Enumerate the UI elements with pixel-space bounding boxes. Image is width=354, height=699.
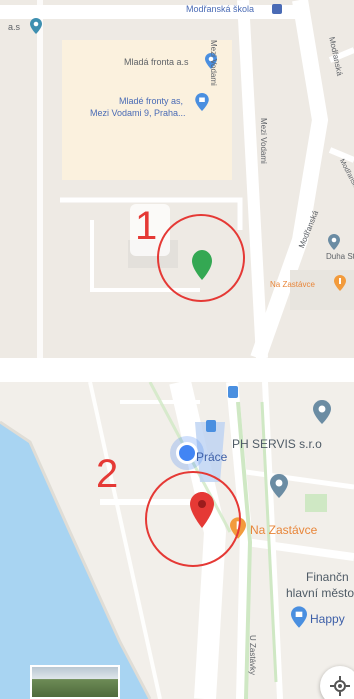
annotation-circle-2	[145, 471, 241, 567]
na-zastavce-label-2: Na Zastávce	[250, 523, 318, 537]
locate-me-button[interactable]	[320, 666, 354, 699]
school-transit-icon	[272, 4, 282, 14]
happy-shopping-pin-icon[interactable]	[291, 606, 307, 628]
annotation-circle-1	[157, 214, 245, 302]
school-label: Modřanská škola	[186, 4, 255, 14]
selected-location-pin-icon-red[interactable]	[190, 492, 214, 528]
map-panel-1[interactable]: Modřanská škola a.s Mladá fronta a.s Mla…	[0, 0, 354, 358]
mezi-vodami-label-bottom: Mezi Vodami	[259, 118, 268, 164]
fronty-shopping-pin-icon[interactable]	[195, 93, 209, 111]
ph-servis-pin-icon[interactable]	[313, 400, 331, 424]
happy-label: Happy	[310, 612, 345, 626]
mlada-fronta-pin-icon[interactable]	[205, 53, 217, 69]
corner-label: a.s	[8, 22, 21, 32]
ph-servis-label: PH SERVIS s.r.o	[232, 437, 322, 451]
na-zastavce-restaurant-pin-icon-1[interactable]	[334, 275, 346, 291]
panel-separator	[0, 358, 354, 382]
transit-stop-icon[interactable]	[206, 420, 216, 432]
selected-location-pin-icon-green[interactable]	[192, 250, 212, 280]
duha-label: Duha Stř	[326, 252, 354, 261]
duha-pin-icon[interactable]	[328, 234, 340, 250]
mlada-fronta-label: Mladá fronta a.s	[124, 57, 189, 67]
prace-label: Práce	[196, 450, 228, 464]
map-1-base	[0, 0, 354, 358]
map-panel-2[interactable]: PH SERVIS s.r.o Práce Na Zastávce Finanč…	[0, 382, 354, 699]
na-zastavce-label-1: Na Zastávce	[270, 280, 315, 289]
current-location-dot	[176, 442, 198, 464]
transit-station-icon[interactable]	[228, 386, 238, 398]
mezi-vodami-label-top: Mezi Vodami	[209, 40, 218, 86]
annotation-number-1: 1	[135, 204, 158, 248]
place-pin-icon-2[interactable]	[270, 474, 288, 498]
financni-label-line2: hlavní město	[286, 586, 354, 600]
place-pin-icon[interactable]	[30, 18, 42, 34]
annotation-number-2: 2	[96, 452, 119, 496]
fronty-address-line2: Mezi Vodami 9, Praha...	[90, 108, 186, 118]
street-view-thumbnail[interactable]	[30, 665, 120, 699]
fronty-address-line1: Mladé fronty as,	[119, 96, 184, 106]
crosshair-icon	[330, 676, 350, 696]
u-zastavky-label: U Zastávky	[248, 635, 257, 676]
financni-label-line1: Finančn	[306, 570, 349, 584]
